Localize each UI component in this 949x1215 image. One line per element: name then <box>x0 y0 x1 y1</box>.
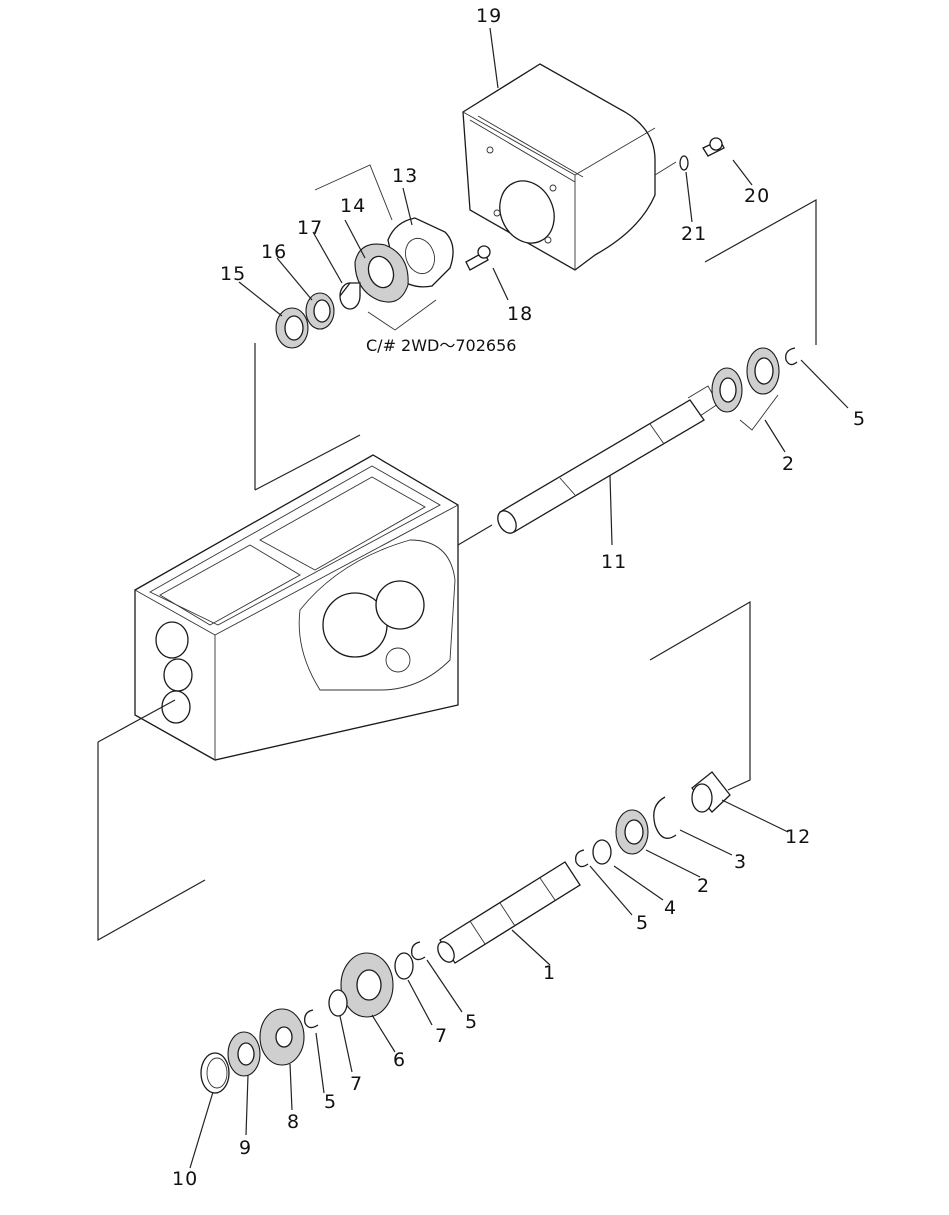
callout-10: 10 <box>172 1168 198 1190</box>
callout-3: 3 <box>734 851 747 873</box>
callout-18: 18 <box>507 303 533 325</box>
callout-12: 12 <box>785 826 811 848</box>
callout-21: 21 <box>681 223 707 245</box>
ring-10 <box>200 1052 230 1094</box>
circlip-5-upper <box>785 347 798 366</box>
bracket-note <box>367 299 437 331</box>
callout-15: 15 <box>220 263 246 285</box>
callout-5-b: 5 <box>465 1011 478 1033</box>
callout-2-upper: 2 <box>782 453 795 475</box>
callout-17: 17 <box>297 217 323 239</box>
callout-7-a: 7 <box>435 1025 448 1047</box>
gear-8 <box>259 1008 305 1066</box>
circlip-3 <box>653 796 677 839</box>
callout-13: 13 <box>392 165 418 187</box>
callout-14: 14 <box>340 195 366 217</box>
bolt-18 <box>465 245 491 271</box>
callout-5-upper: 5 <box>853 408 866 430</box>
bolt-20 <box>702 137 725 157</box>
callout-19: 19 <box>476 5 502 27</box>
washer-21 <box>679 155 689 171</box>
circlip-5-b <box>411 941 426 961</box>
callout-2-lower: 2 <box>697 875 710 897</box>
callout-11: 11 <box>601 551 627 573</box>
callout-20: 20 <box>744 185 770 207</box>
bearing-15 <box>275 307 309 349</box>
shaft-1 <box>437 861 581 964</box>
gasket-14 <box>354 243 409 303</box>
spacer-7-a <box>394 952 414 980</box>
callout-16: 16 <box>261 241 287 263</box>
circlip-5-c <box>304 1009 319 1029</box>
callout-1: 1 <box>543 962 556 984</box>
leader-lines <box>97 27 849 1169</box>
callout-9: 9 <box>239 1137 252 1159</box>
collar-12 <box>691 771 731 813</box>
collar-17 <box>339 282 361 310</box>
gear-6 <box>340 952 394 1018</box>
callout-4: 4 <box>664 897 677 919</box>
bearing-9 <box>227 1031 261 1077</box>
serial-note: C/# 2WD～702656 <box>366 336 516 355</box>
bearing-2-lower <box>615 809 649 855</box>
oil-seal-16 <box>305 292 335 330</box>
circlip-5-a <box>575 849 589 868</box>
callout-7-b: 7 <box>350 1073 363 1095</box>
bearing-2-upper <box>711 347 780 413</box>
bracket-13 <box>314 164 393 221</box>
callout-5-a: 5 <box>636 912 649 934</box>
callout-5-c: 5 <box>324 1091 337 1113</box>
spacer-7-b <box>328 989 348 1017</box>
shaft-11 <box>497 385 719 534</box>
callout-8: 8 <box>287 1111 300 1133</box>
cover-19 <box>462 63 677 271</box>
callout-6: 6 <box>393 1049 406 1071</box>
collar-4 <box>592 839 612 865</box>
bracket-2-upper <box>739 394 779 431</box>
transmission-case <box>134 454 459 761</box>
